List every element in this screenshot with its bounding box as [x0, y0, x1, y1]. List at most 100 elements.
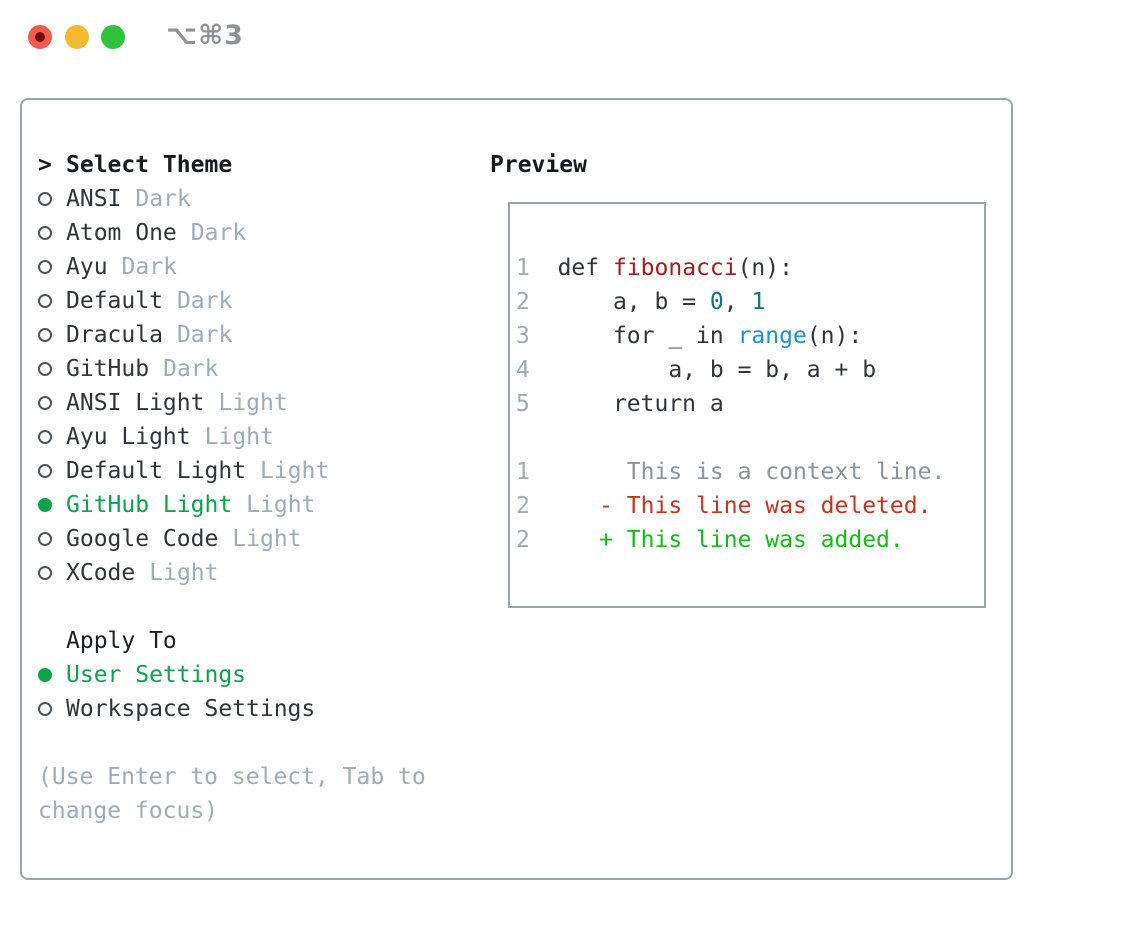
radio-icon	[38, 702, 66, 716]
code-segment-plain: (n):	[737, 255, 793, 281]
code-segment-plain: a, b = b, a + b	[557, 357, 877, 383]
radio-icon	[38, 294, 66, 308]
code-segment-function: fibonacci	[612, 255, 738, 281]
theme-variant-tag: Dark	[176, 322, 233, 348]
close-button[interactable]	[28, 25, 52, 49]
preview-line: 1 def fibonacci(n):	[516, 251, 984, 285]
theme-name: ANSI	[66, 186, 122, 212]
theme-variant-tag: Light	[246, 492, 316, 518]
select-theme-label: Select Theme	[66, 152, 233, 178]
radio-icon	[38, 430, 66, 444]
code-segment-builtin: range	[737, 323, 807, 349]
preview-line: 5 return a	[516, 387, 984, 421]
preview-line: 3 for _ in range(n):	[516, 319, 984, 353]
radio-selected-icon	[38, 498, 66, 512]
code-segment-number: 0	[709, 289, 724, 315]
theme-variant-tag: Dark	[190, 220, 247, 246]
theme-option-github-light[interactable]: GitHub Light Light	[38, 488, 426, 522]
theme-option-xcode[interactable]: XCode Light	[38, 556, 426, 590]
cursor-icon: >	[38, 152, 52, 178]
radio-icon	[38, 226, 66, 240]
theme-option-github[interactable]: GitHub Dark	[38, 352, 426, 386]
line-number: 4	[516, 357, 530, 383]
close-dot-icon	[35, 32, 45, 42]
theme-option-ansi-light[interactable]: ANSI Light Light	[38, 386, 426, 420]
apply-option-workspace-settings[interactable]: Workspace Settings	[38, 692, 426, 726]
theme-variant-tag: Dark	[121, 254, 177, 280]
code-segment-plain: (n):	[806, 323, 863, 349]
line-number: 1	[516, 255, 530, 281]
preview-label: Preview	[490, 152, 587, 178]
radio-icon	[38, 532, 66, 546]
line-number: 3	[516, 323, 530, 349]
line-number: 5	[516, 391, 530, 417]
code-segment-plain: a, b =	[557, 289, 710, 315]
preview-line: 2 - This line was deleted.	[516, 489, 984, 523]
window-title: ⌥⌘3	[166, 20, 244, 51]
preview-blank-line	[516, 421, 984, 455]
theme-variant-tag: Dark	[176, 288, 233, 314]
theme-name: Atom One	[66, 220, 177, 246]
code-segment-deleted: - This line was deleted.	[557, 493, 932, 519]
code-segment-context: This is a context line.	[557, 459, 946, 485]
preview-line: 2 + This line was added.	[516, 523, 984, 557]
code-segment-number: 1	[751, 289, 766, 315]
apply-to-header: Apply To	[38, 624, 426, 658]
theme-name: XCode	[66, 560, 136, 586]
apply-option-user-settings[interactable]: User Settings	[38, 658, 426, 692]
zoom-button[interactable]	[101, 25, 125, 49]
theme-option-default[interactable]: Default Dark	[38, 284, 426, 318]
line-number: 2	[516, 289, 530, 315]
preview-line: 2 a, b = 0, 1	[516, 285, 984, 319]
theme-name: GitHub	[66, 356, 150, 382]
line-number: 2	[516, 493, 530, 519]
radio-icon	[38, 464, 66, 478]
spacer	[38, 590, 426, 624]
theme-option-atom-one[interactable]: Atom One Dark	[38, 216, 426, 250]
theme-variant-tag: Dark	[163, 356, 219, 382]
theme-option-ayu[interactable]: Ayu Dark	[38, 250, 426, 284]
code-segment-plain: def	[557, 255, 613, 281]
preview-line: 1 This is a context line.	[516, 455, 984, 489]
code-segment-plain: return a	[557, 391, 724, 417]
select-theme-header: > Select Theme	[38, 148, 426, 182]
code-segment-added: + This line was added.	[557, 527, 904, 553]
hint-text: (Use Enter to select, Tab to change focus…	[38, 760, 426, 828]
theme-variant-tag: Light	[260, 458, 330, 484]
line-number: 1	[516, 459, 530, 485]
code-segment-plain: ,	[723, 289, 752, 315]
theme-name: GitHub Light	[66, 492, 233, 518]
radio-icon	[38, 362, 66, 376]
hint-line: change focus)	[38, 798, 219, 824]
minimize-button[interactable]	[65, 25, 89, 49]
radio-selected-icon	[38, 668, 66, 682]
theme-variant-tag: Light	[204, 424, 274, 450]
theme-name: Default	[66, 288, 163, 314]
theme-name: Ayu	[66, 254, 108, 280]
theme-option-ayu-light[interactable]: Ayu Light Light	[38, 420, 426, 454]
radio-icon	[38, 566, 66, 580]
radio-icon	[38, 328, 66, 342]
hint-line: (Use Enter to select, Tab to	[38, 764, 426, 790]
line-number: 2	[516, 527, 530, 553]
theme-variant-tag: Light	[218, 390, 288, 416]
theme-name: Google Code	[66, 526, 219, 552]
preview-line: 4 a, b = b, a + b	[516, 353, 984, 387]
radio-icon	[38, 260, 66, 274]
theme-name: Ayu Light	[66, 424, 191, 450]
theme-variant-tag: Light	[149, 560, 219, 586]
radio-icon	[38, 396, 66, 410]
apply-option-label: User Settings	[66, 662, 247, 688]
apply-option-label: Workspace Settings	[66, 696, 316, 722]
theme-name: ANSI Light	[66, 390, 205, 416]
